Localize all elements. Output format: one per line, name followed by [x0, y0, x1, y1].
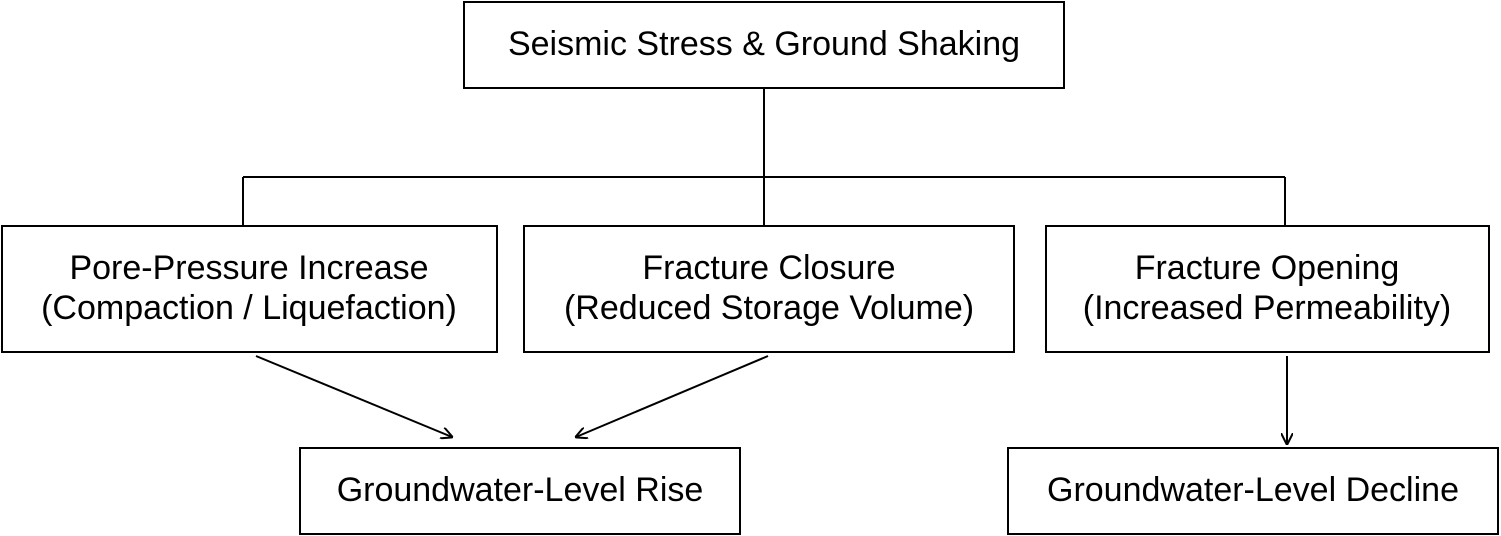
node-groundwater-rise-box — [299, 447, 741, 535]
node-groundwater-rise: Groundwater-Level Rise — [299, 447, 741, 535]
effect-arrows — [255, 355, 1287, 444]
node-pore-pressure-line-1: Pore-Pressure Increase — [69, 249, 428, 287]
node-pore-pressure-line-2: (Compaction / Liquefaction) — [41, 289, 457, 327]
node-fracture-opening-box — [1045, 225, 1490, 353]
node-groundwater-decline-box — [1007, 447, 1499, 535]
node-groundwater-rise-label: Groundwater-Level Rise — [337, 471, 704, 509]
node-seismic-stress-box — [463, 1, 1065, 89]
node-seismic-stress: Seismic Stress & Ground Shaking — [463, 1, 1065, 89]
node-pore-pressure-box — [1, 225, 498, 353]
node-fracture-opening-line-1: Fracture Opening — [1135, 249, 1400, 287]
node-fracture-closure: Fracture Closure (Reduced Storage Volume… — [523, 225, 1015, 353]
node-fracture-closure-line-2: (Reduced Storage Volume) — [564, 289, 974, 327]
node-groundwater-decline: Groundwater-Level Decline — [1007, 447, 1499, 535]
node-groundwater-decline-label: Groundwater-Level Decline — [1047, 471, 1459, 509]
arrow-pore-to-rise — [255, 355, 452, 437]
node-pore-pressure: Pore-Pressure Increase (Compaction / Liq… — [1, 225, 498, 353]
arrow-closure-to-rise — [576, 355, 769, 437]
node-seismic-stress-label: Seismic Stress & Ground Shaking — [508, 25, 1020, 63]
branch-connectors — [242, 88, 1286, 226]
node-fracture-opening-line-2: (Increased Permeability) — [1083, 289, 1451, 327]
node-fracture-closure-line-1: Fracture Closure — [642, 249, 895, 287]
node-fracture-opening: Fracture Opening (Increased Permeability… — [1045, 225, 1490, 353]
node-fracture-closure-box — [523, 225, 1015, 353]
